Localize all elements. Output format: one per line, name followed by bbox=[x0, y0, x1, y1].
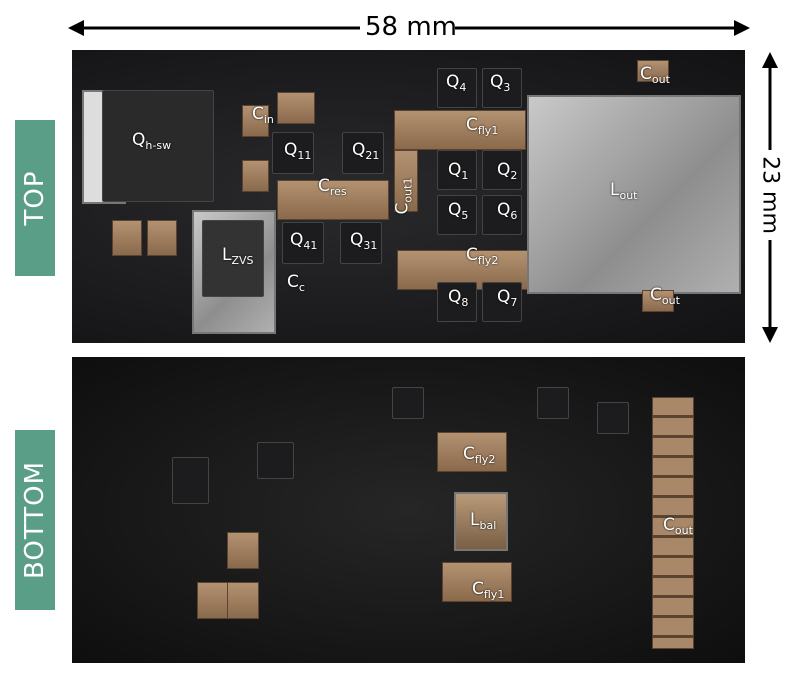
label-q11: Q11 bbox=[284, 140, 312, 162]
label-q8: Q8 bbox=[448, 287, 469, 309]
label-lout: Lout bbox=[610, 180, 638, 202]
label-q1: Q1 bbox=[448, 160, 469, 182]
label-q4: Q4 bbox=[446, 72, 467, 94]
label-bottom-cfly1: Cfly1 bbox=[472, 579, 505, 601]
label-cfly2: Cfly2 bbox=[466, 245, 499, 267]
top-side-label: TOP bbox=[15, 120, 55, 276]
label-q41: Q41 bbox=[290, 230, 318, 252]
label-q7: Q7 bbox=[497, 287, 518, 309]
bottom-side-label: BOTTOM bbox=[15, 430, 55, 610]
label-cfly1: Cfly1 bbox=[466, 115, 499, 137]
label-q-hsw: Qh-sw bbox=[132, 130, 172, 152]
bottom-pcb-photo bbox=[72, 357, 745, 663]
label-cc: Cc bbox=[287, 272, 305, 294]
width-dimension-label: 58 mm bbox=[365, 12, 458, 42]
label-cres: Cres bbox=[318, 176, 347, 198]
label-cin: Cin bbox=[252, 104, 274, 126]
label-q2: Q2 bbox=[497, 160, 518, 182]
label-q6: Q6 bbox=[497, 200, 518, 222]
label-q21: Q21 bbox=[352, 140, 380, 162]
label-bottom-cout: Cout bbox=[663, 515, 693, 537]
label-cout-bottom: Cout bbox=[650, 285, 680, 307]
label-bottom-cfly2: Cfly2 bbox=[463, 444, 496, 466]
label-q5: Q5 bbox=[448, 200, 469, 222]
label-q3: Q3 bbox=[490, 72, 511, 94]
label-lzvs: LZVS bbox=[222, 245, 254, 267]
label-cout-top: Cout bbox=[640, 64, 670, 86]
label-cout1: Cout1 bbox=[392, 177, 415, 215]
label-lbal: Lbal bbox=[470, 510, 497, 532]
top-pcb-photo bbox=[72, 50, 745, 343]
height-dimension-label: 23 mm bbox=[757, 156, 783, 234]
label-q31: Q31 bbox=[350, 230, 378, 252]
